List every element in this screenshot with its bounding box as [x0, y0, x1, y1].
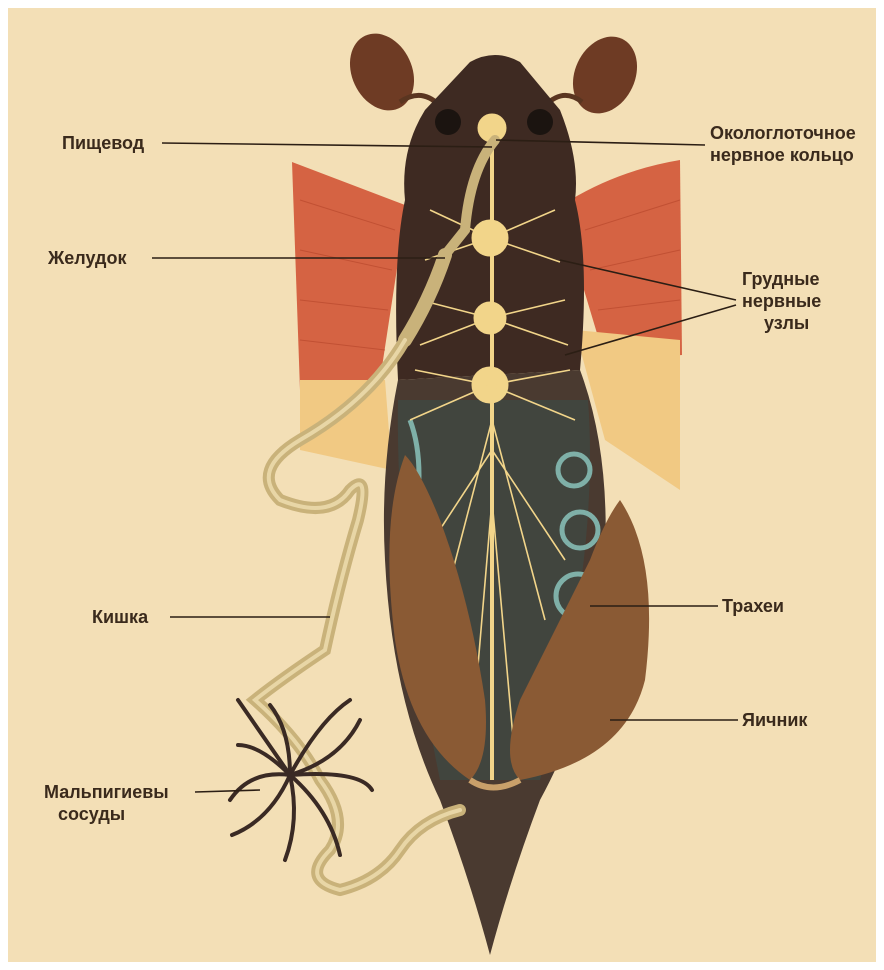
label-malpigievy: Мальпигиевы сосуды	[44, 781, 169, 825]
label-trakhei: Трахеи	[722, 595, 784, 617]
label-okologlotochnoe-line1: Окологлоточное	[710, 122, 856, 144]
label-yaichnik-text: Яичник	[742, 709, 807, 731]
label-zheludok: Желудок	[48, 247, 126, 269]
right-eye	[527, 109, 553, 135]
label-zheludok-text: Желудок	[48, 247, 126, 269]
leader-malpigievy	[195, 790, 260, 792]
label-grudnye-uzly: Грудные нервные узлы	[742, 268, 821, 334]
malpighian-tubules	[230, 700, 372, 860]
label-okologlotochnoe: Окологлоточное нервное кольцо	[710, 122, 856, 166]
right-forewing	[570, 160, 682, 360]
right-antenna-club	[561, 26, 649, 124]
label-trakhei-text: Трахеи	[722, 595, 784, 617]
label-malpigievy-line2: сосуды	[44, 803, 169, 825]
label-yaichnik: Яичник	[742, 709, 807, 731]
left-antenna-club	[338, 23, 426, 121]
label-grudnye-line1: Грудные	[742, 268, 821, 290]
label-grudnye-line3: узлы	[742, 312, 821, 334]
left-eye	[435, 109, 461, 135]
label-pishchevod-text: Пищевод	[62, 132, 144, 154]
label-grudnye-line2: нервные	[742, 290, 821, 312]
label-pishchevod: Пищевод	[62, 132, 144, 154]
label-kishka-text: Кишка	[92, 606, 148, 628]
label-malpigievy-line1: Мальпигиевы	[44, 781, 169, 803]
label-okologlotochnoe-line2: нервное кольцо	[710, 144, 856, 166]
label-kishka: Кишка	[92, 606, 148, 628]
